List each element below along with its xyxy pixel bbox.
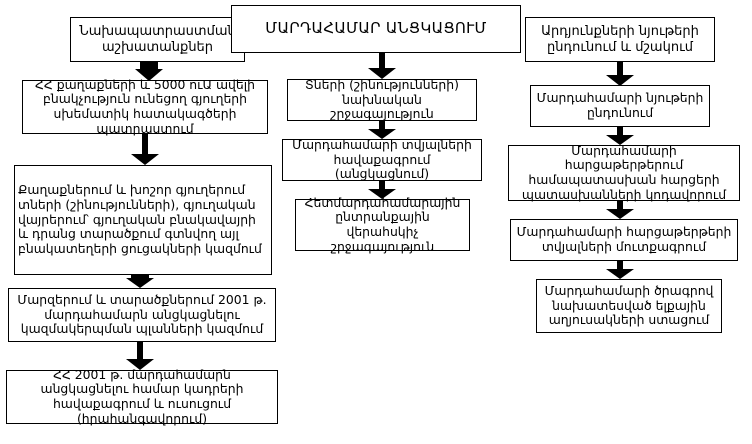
left-node-2-label: Քաղաքներում և խոշոր գյուղերում տների (շի… <box>18 182 262 256</box>
middle-node-1-label: Տների (շինությունների) նախնական շրջագայո… <box>305 77 459 122</box>
arrow-middle-node2-to-node3 <box>368 180 396 200</box>
arrow-left-node3-to-node4 <box>126 342 154 371</box>
left-node-1-label: ՀՀ քաղաքների և 5000 ուԱ ավելի բնակչությո… <box>35 76 255 136</box>
right-node-3-label: Մարդահամարի հարցաթերթերի տվյալների մուտք… <box>516 224 732 254</box>
right-node-1: Մարդահամարի նյութերի ընդունում <box>530 85 710 127</box>
left-node-3: Մարզերում և տարածքներում 2001 թ. մարդահա… <box>8 288 276 342</box>
left-node-2: Քաղաքներում և խոշոր գյուղերում տների (շի… <box>14 165 272 275</box>
middle-node-1: Տների (շինությունների) նախնական շրջագայո… <box>287 77 477 122</box>
left-node-4: ՀՀ 2001 թ. մարդահամարն անցկացնելու համար… <box>6 366 278 426</box>
arrow-left-header-to-node1 <box>135 61 163 82</box>
arrow-middle-node1-to-node2 <box>368 120 396 140</box>
right-node-1-label: Մարդահամարի նյութերի ընդունում <box>536 90 704 120</box>
left-node-4-label: ՀՀ 2001 թ. մարդահամարն անցկացնելու համար… <box>40 366 244 426</box>
arrow-right-header-to-node1 <box>606 61 634 87</box>
middle-node-2-label: Մարդահամարի տվյալների հավաքագրում (անցկա… <box>292 137 472 182</box>
right-column-header-box: Արդյունքների նյութերի ընդունում և մշակու… <box>525 17 715 62</box>
arrow-right-node2-to-node3 <box>606 200 634 220</box>
arrow-right-node3-to-node4 <box>606 260 634 280</box>
left-node-3-label: Մարզերում և տարածքներում 2001 թ. մարդահա… <box>17 292 267 337</box>
right-node-4-label: Մարդահամարի ծրագրով նախատեսված ելքային ա… <box>544 283 714 328</box>
middle-node-2: Մարդահամարի տվյալների հավաքագրում (անցկա… <box>282 137 482 182</box>
arrow-left-node2-to-node3 <box>126 275 154 289</box>
right-node-4: Մարդահամարի ծրագրով նախատեսված ելքային ա… <box>536 279 722 333</box>
arrow-title-to-middle-node1 <box>368 52 396 80</box>
right-column-header-label: Արդյունքների նյութերի ընդունում և մշակու… <box>541 24 699 55</box>
right-node-3: Մարդահամարի հարցաթերթերի տվյալների մուտք… <box>510 219 738 261</box>
left-node-1: ՀՀ քաղաքների և 5000 ուԱ ավելի բնակչությո… <box>22 76 268 136</box>
middle-node-3-label: Հետմարդահամարային ընտրանքային վերահսկիչ … <box>304 194 461 254</box>
arrow-right-node1-to-node2 <box>606 126 634 146</box>
middle-node-3: Հետմարդահամարային ընտրանքային վերահսկիչ … <box>295 195 470 253</box>
diagram-title-box: ՄԱՐԴԱՀԱՄԱՐ ԱՆՑԿԱՑՈՒՄ <box>231 5 521 53</box>
diagram-title: ՄԱՐԴԱՀԱՄԱՐ ԱՆՑԿԱՑՈՒՄ <box>265 19 487 38</box>
left-column-header-box: Նախապատրաստման աշխատանքներ <box>70 17 245 62</box>
right-node-2: Մարդահամարի հարցաթերթերում համապատասխան … <box>508 142 740 202</box>
right-node-2-label: Մարդահամարի հարցաթերթերում համապատասխան … <box>521 142 727 202</box>
left-column-header-label: Նախապատրաստման աշխատանքներ <box>79 24 236 55</box>
arrow-left-node1-to-node2 <box>131 134 159 166</box>
